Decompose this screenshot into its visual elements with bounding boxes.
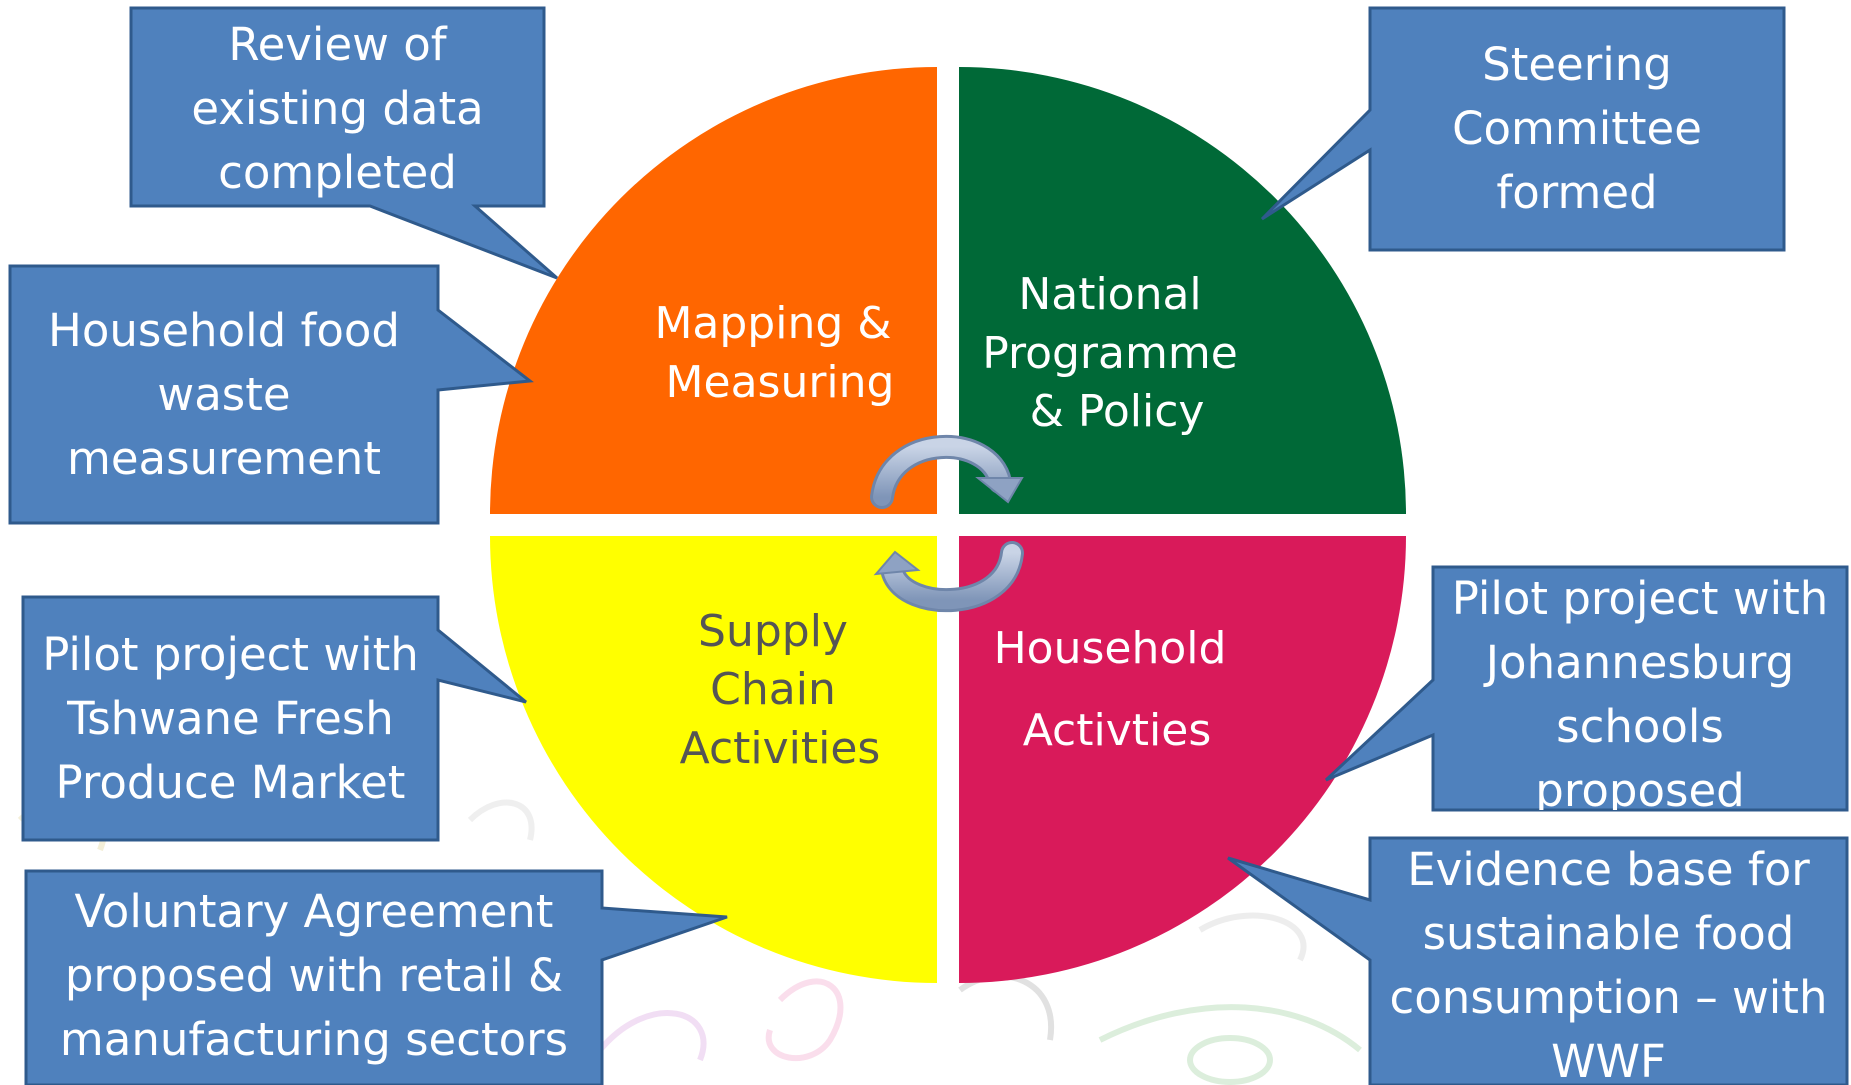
callout-review: Review of existing data completed	[131, 14, 544, 204]
callout-voluntary-line: proposed with retail &	[64, 949, 564, 1002]
callout-evidence-line: WWF	[1551, 1035, 1666, 1085]
callout-pilot-joburg-shape	[1324, 565, 1849, 812]
callout-evidence-shape	[1227, 836, 1849, 1085]
callout-evidence-line: Evidence base for	[1407, 843, 1810, 896]
callout-steering-shape	[1260, 6, 1786, 252]
callout-pilot-tshwane-line: Produce Market	[55, 755, 406, 809]
callout-pilot-joburg-line: Johannesburg	[1485, 636, 1795, 689]
callout-review-line: Review of	[228, 18, 447, 71]
callout-steering: Steering Committee formed	[1370, 8, 1784, 250]
callout-steering-line: formed	[1496, 166, 1658, 219]
callout-household-food: Household food waste measurement	[10, 266, 438, 523]
callout-pilot-joburg: Pilot project with Johannesburg schools …	[1433, 567, 1847, 810]
callout-pilot-joburg-line: proposed	[1535, 764, 1745, 810]
callout-pilot-tshwane-shape	[21, 595, 527, 842]
callout-voluntary-line: Voluntary Agreement	[74, 885, 554, 938]
quadrant-supply	[490, 536, 937, 983]
callout-household-food-line: Household food	[48, 303, 400, 357]
quadrant-national	[959, 67, 1406, 514]
callout-voluntary: Voluntary Agreement proposed with retail…	[26, 880, 602, 1085]
quadrant-household	[959, 536, 1406, 983]
callout-pilot-joburg-line: schools	[1556, 700, 1724, 753]
callout-voluntary-shape	[24, 869, 728, 1085]
callout-steering-line: Steering	[1482, 38, 1672, 91]
callout-pilot-tshwane-line: Pilot project with	[42, 627, 419, 681]
callout-steering-line: Committee	[1452, 102, 1702, 155]
callout-pilot-tshwane-line: Tshwane Fresh	[67, 691, 394, 745]
callout-evidence-line: consumption – with	[1389, 971, 1828, 1024]
callout-review-shape	[129, 6, 558, 280]
callout-household-food-line: measurement	[67, 431, 381, 485]
quadrant-label-national: National Programme & Policy	[982, 269, 1252, 437]
callout-review-line: existing data	[191, 82, 484, 135]
callout-pilot-joburg-line: Pilot project with	[1451, 572, 1829, 625]
callout-pilot-tshwane: Pilot project with Tshwane Fresh Produce…	[23, 597, 438, 840]
cycle-arrow-icon	[870, 434, 1024, 613]
quadrant-label-mapping: Mapping & Measuring	[654, 298, 905, 408]
callout-evidence-line: sustainable food	[1422, 907, 1795, 960]
callout-voluntary-line: manufacturing sectors	[59, 1013, 569, 1066]
quadrant-label-household: Household Activties	[994, 623, 1241, 756]
callout-evidence: Evidence base for sustainable food consu…	[1370, 838, 1847, 1085]
callout-review-line: completed	[218, 146, 457, 199]
callout-household-food-shape	[8, 264, 534, 525]
callout-household-food-line: waste	[157, 367, 291, 421]
quadrant-label-supply: Supply Chain Activities	[680, 606, 881, 774]
quadrant-mapping	[490, 67, 937, 514]
